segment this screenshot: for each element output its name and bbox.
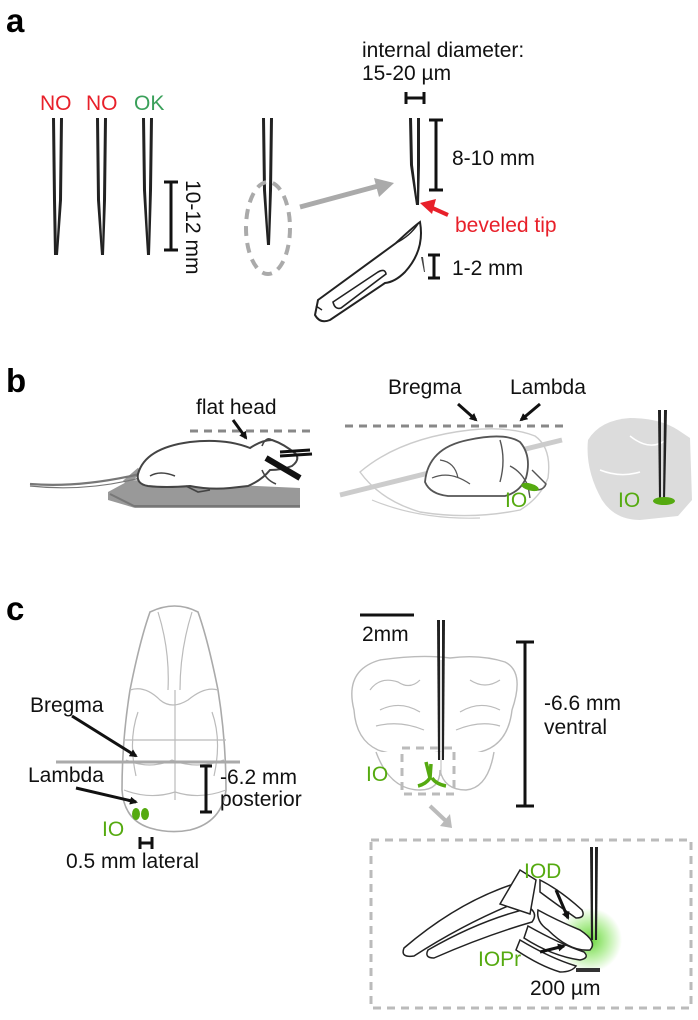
lambda-label-dorsal: Lambda	[28, 764, 104, 787]
scale-200um-label: 200 µm	[530, 977, 600, 1000]
panel-b: b flat head	[6, 362, 692, 520]
skull-brain-sagittal: IO Bregma Lambda	[339, 376, 586, 519]
posterior-value: -6.2 mm	[220, 766, 297, 789]
ear-bar	[264, 455, 302, 481]
pipette-label-1: NO	[40, 92, 72, 115]
scale-2mm-label: 2mm	[362, 623, 409, 646]
tip-length-bar	[428, 253, 440, 280]
io-label-slice: IO	[618, 489, 640, 512]
lateral-label: 0.5 mm lateral	[66, 850, 199, 873]
lambda-label-sagittal: Lambda	[510, 376, 586, 399]
tip-length-label: 1-2 mm	[452, 257, 523, 280]
pipette-length-bar	[164, 180, 178, 252]
shank-length-label: 8-10 mm	[452, 147, 535, 170]
pipette-thin	[96, 118, 107, 255]
pipette-zoom-source	[244, 118, 394, 276]
posterior-word: posterior	[220, 788, 302, 811]
flat-head-label: flat head	[196, 396, 277, 419]
pipette-zoomed: internal diameter: 15-20 µm 8-10 mm beve…	[313, 39, 557, 323]
iod-label: IOD	[524, 860, 561, 883]
beveled-tip-arrow	[420, 199, 449, 217]
pipette-label-3: OK	[134, 92, 164, 115]
rat-on-stage: flat head	[29, 396, 315, 508]
panel-a-letter: a	[6, 2, 25, 39]
posterior-bar	[200, 764, 212, 814]
shank-length-bar	[429, 118, 443, 192]
inset-box	[369, 838, 693, 1010]
io-marker-left	[132, 808, 140, 820]
brain-slice-pipette: IO	[587, 410, 692, 520]
panel-b-letter: b	[6, 362, 26, 399]
io-label-dorsal: IO	[102, 818, 124, 841]
pipette-ok	[142, 118, 153, 255]
lateral-bar	[138, 837, 154, 849]
pipette-comparison: NO NO OK 10-12 mm	[40, 92, 204, 275]
zoom-region-box	[400, 746, 456, 796]
ventral-value: -6.6 mm	[544, 692, 621, 715]
io-marker-right	[141, 808, 149, 820]
io-marker-slice	[653, 497, 675, 505]
zoom-arrow	[299, 183, 379, 210]
panel-c-letter: c	[6, 590, 24, 627]
panel-a: a NO NO OK 10-12 mm	[6, 2, 557, 323]
olivary-outline	[402, 868, 594, 973]
io-inset: IOD IOPr 200 µm	[369, 838, 693, 1010]
io-marker-sagittal	[521, 482, 539, 492]
beveled-tip-label: beveled tip	[455, 214, 557, 237]
bregma-label-dorsal: Bregma	[30, 694, 104, 717]
brain-coronal: 2mm IO -6.6 mm ventral	[351, 613, 621, 828]
tip-fragment	[421, 257, 425, 272]
bregma-label-sagittal: Bregma	[388, 376, 462, 399]
diameter-bar	[404, 92, 426, 104]
tip-highlight-ellipse	[244, 180, 292, 276]
panel-c: c IO Bregma Lambda -6.2 mm poste	[6, 590, 693, 1010]
skull-dorsal: IO Bregma Lambda -6.2 mm posterior 0.5 m…	[28, 605, 302, 873]
ventral-bar	[516, 640, 534, 808]
pipette-length-label: 10-12 mm	[181, 180, 204, 275]
io-label-coronal: IO	[366, 763, 388, 786]
iopr-label: IOPr	[478, 948, 521, 971]
io-label-sagittal: IO	[505, 489, 527, 512]
scalpel-icon	[313, 220, 422, 323]
internal-diameter-line2: 15-20 µm	[362, 62, 451, 85]
ventral-word: ventral	[544, 716, 607, 739]
pipette-label-2: NO	[86, 92, 118, 115]
internal-diameter-line1: internal diameter:	[362, 39, 524, 62]
pipette-blunt	[52, 118, 63, 255]
